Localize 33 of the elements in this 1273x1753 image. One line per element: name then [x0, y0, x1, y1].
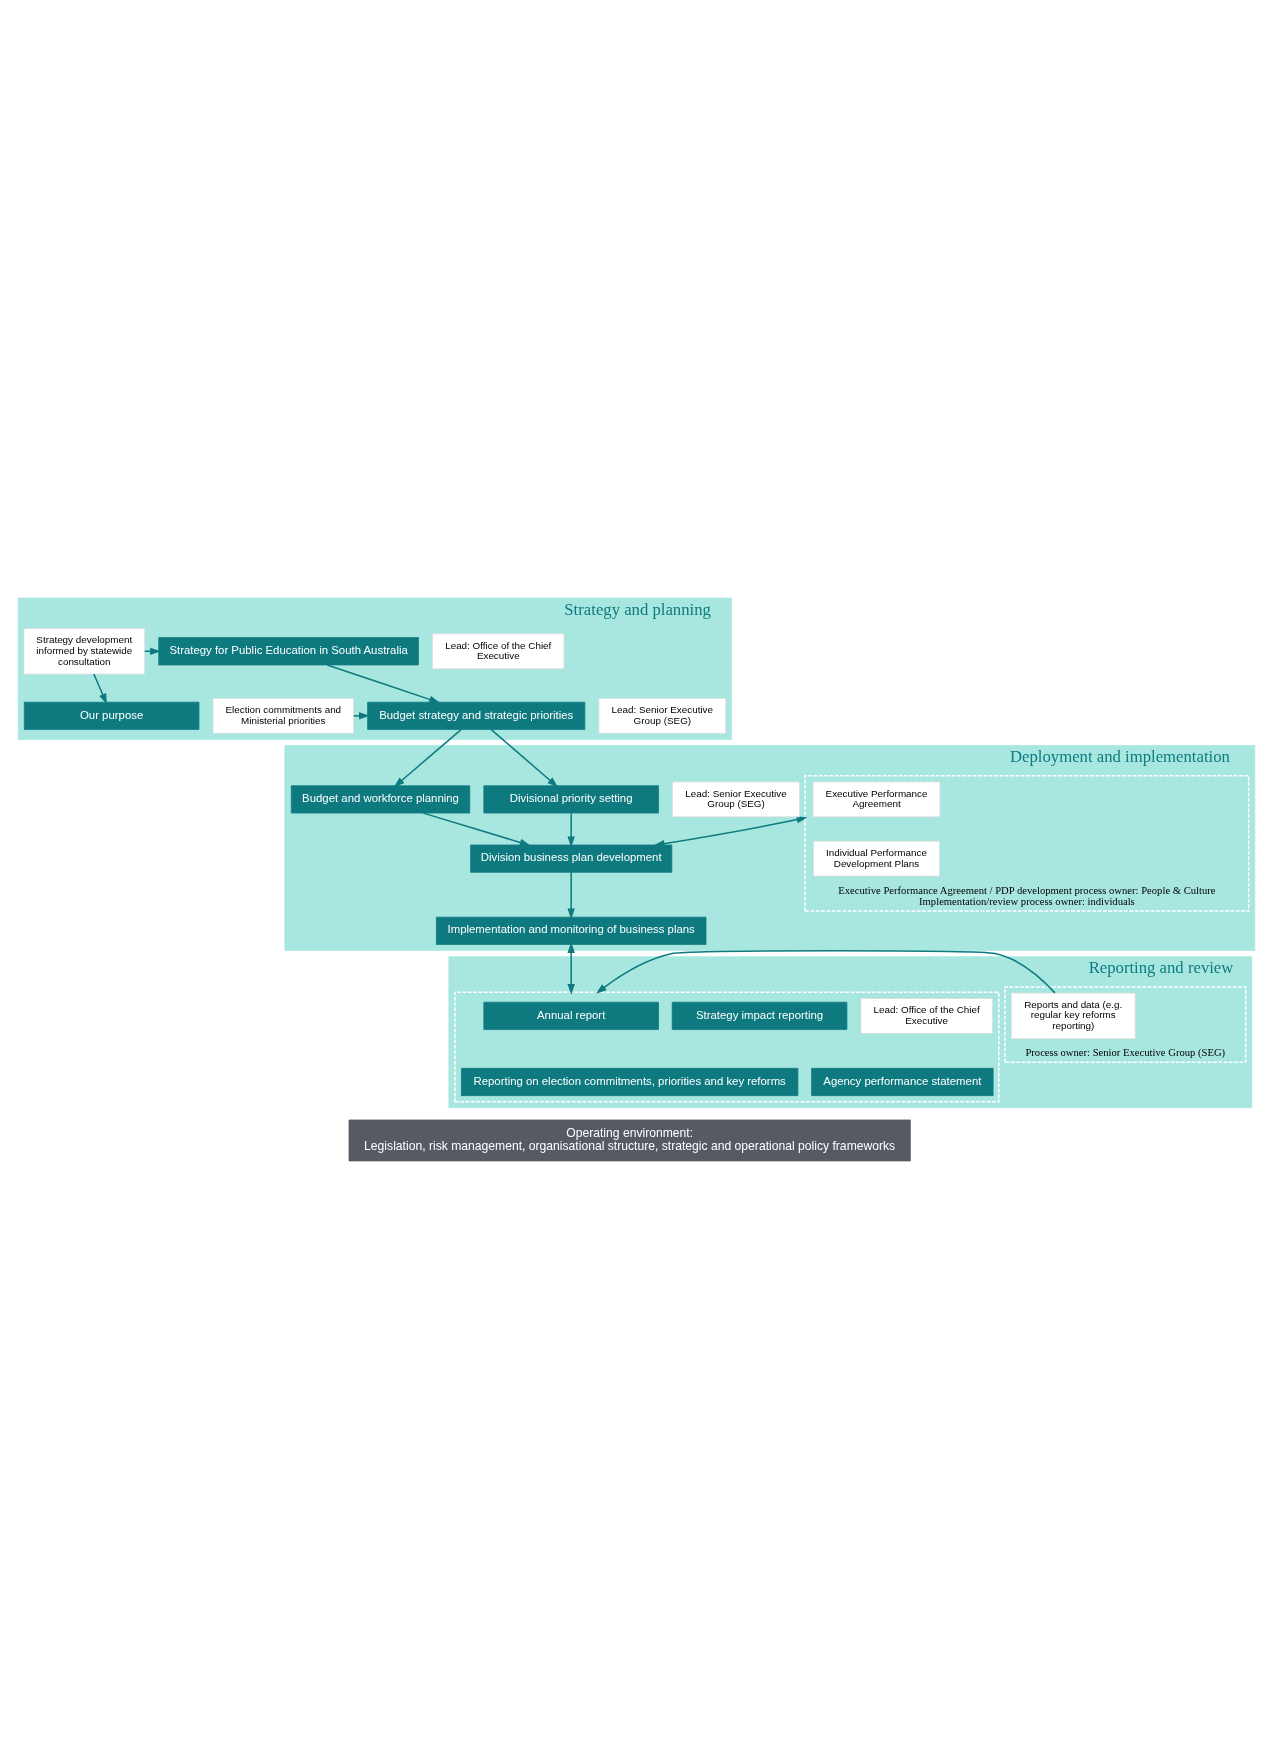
node-box: Strategy development informed by statewide consultation [23, 628, 146, 675]
node-box: Annual report [483, 1001, 659, 1030]
node-box: Executive Performance Agreement [812, 781, 941, 818]
node-box: Division business plan development [470, 844, 673, 873]
cluster [454, 991, 1000, 1103]
node-box: Divisional priority setting [483, 785, 659, 814]
node-box: Lead: Senior Executive Group (SEG) [672, 781, 800, 818]
arrow [653, 816, 808, 848]
node-box: Strategy for Public Education in South Australia [158, 637, 419, 666]
node-box: Lead: Office of the Chief Executive [432, 633, 565, 670]
arrow [567, 942, 575, 995]
node-box: Election commitments and Ministerial priorities [212, 698, 354, 734]
node-box: Implementation and monitoring of business plans [435, 916, 707, 945]
arrow [393, 728, 462, 788]
arrow [326, 664, 440, 703]
node-box: Budget and workforce planning [290, 785, 471, 814]
node-box: Our purpose [23, 701, 200, 730]
node-box: Strategy impact reporting [671, 1001, 848, 1030]
node-box: Budget strategy and strategic priorities [367, 701, 586, 730]
node-box: Lead: Senior Executive Group (SEG) [598, 698, 727, 734]
arrow [422, 812, 531, 847]
node-box: Reporting on election commitments, priorities and key reforms [461, 1067, 799, 1097]
node-box: Operating environment: Legislation, risk management, organisational structure, strategic and operational policy frameworks [348, 1119, 911, 1162]
arrow [490, 728, 558, 788]
arrow [596, 950, 1056, 994]
node-box: Lead: Office of the Chief Executive [860, 998, 993, 1034]
arrow [93, 673, 107, 705]
arrow [567, 812, 575, 848]
arrow [567, 871, 575, 920]
arrow [353, 712, 370, 720]
node-box: Individual Performance Development Plans [813, 840, 940, 877]
node-box: Reports and data (e.g. regular key reforms reporting) [1010, 992, 1136, 1040]
node-box: Agency performance statement [811, 1067, 994, 1097]
